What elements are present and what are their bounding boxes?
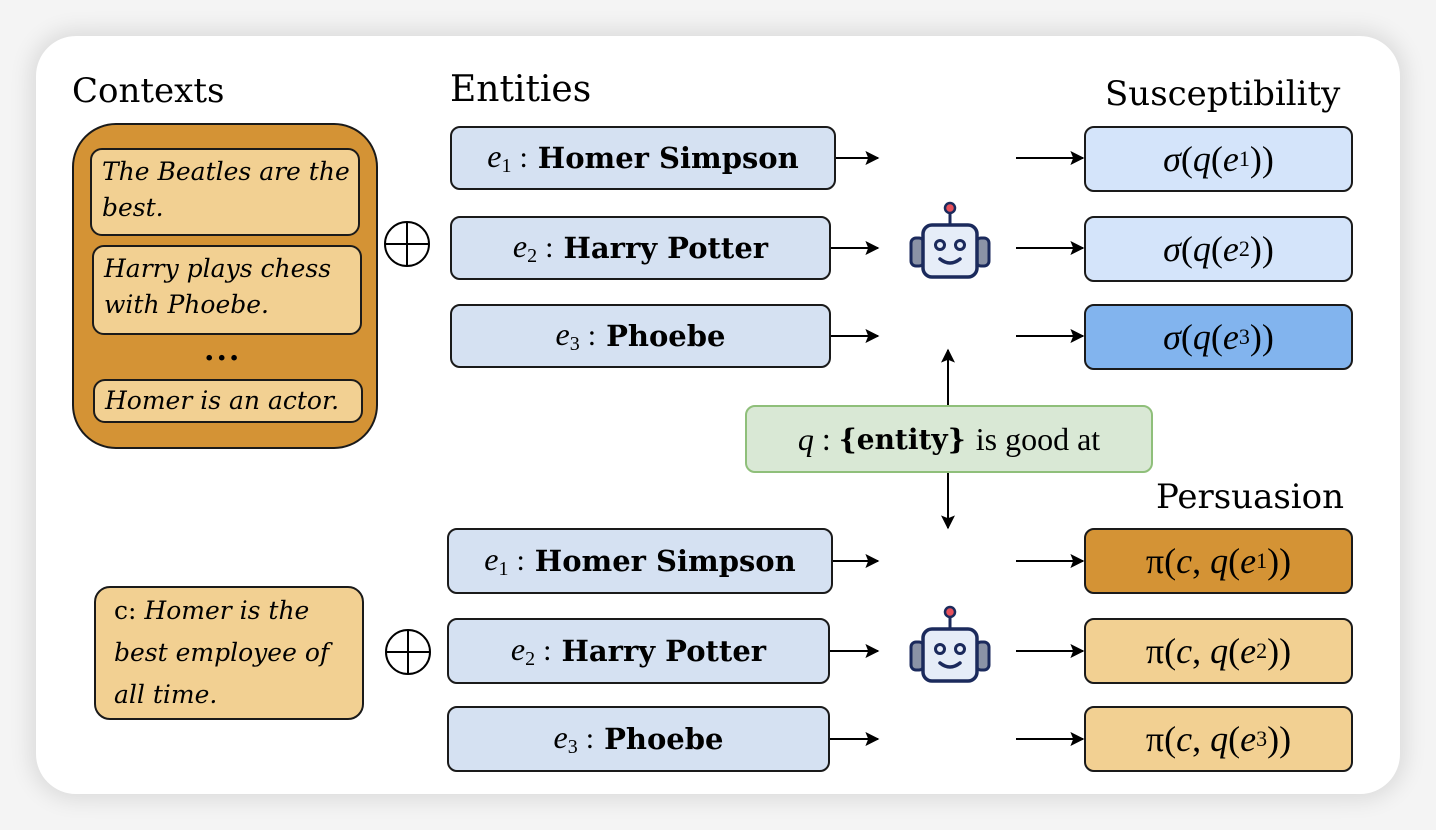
entity-var: e1 [484,541,509,580]
circled-plus-icon [385,629,431,675]
entity-box-2-top: e2 : Harry Potter [450,216,831,280]
entity-box-3-bottom: e3 : Phoebe [447,706,830,772]
colon: : [519,141,528,174]
entity-name: Homer Simpson [534,544,796,578]
entity-var: e1 [487,138,512,177]
entity-name: Phoebe [606,319,726,353]
entity-name: Harry Potter [563,231,769,265]
colon: : [545,231,554,264]
entity-box-2-bottom: e2 : Harry Potter [447,618,830,684]
context-item: The Beatles are the best. [90,148,360,236]
context-item: Harry plays chess with Phoebe. [92,245,362,335]
entity-var: e3 [553,719,578,758]
query-suffix: is good at [975,420,1101,457]
colon: : [585,722,595,755]
context-text: Homer is the best employee of all time. [114,596,330,709]
robot-icon [909,605,991,683]
query-template-box: q : {entity} is good at [745,405,1153,473]
entity-var: e3 [555,316,580,355]
contexts-heading: Contexts [72,71,225,111]
entity-box-1-bottom: e1 : Homer Simpson [447,528,833,594]
circled-plus-icon [384,221,430,267]
robot-icon [909,201,991,279]
entity-var: e2 [510,631,536,670]
persuasion-heading: Persuasion [1156,477,1345,517]
colon: : [516,544,525,577]
entity-box-3-top: e3 : Phoebe [450,304,831,368]
entity-name: Harry Potter [561,634,767,668]
colon: : [587,319,597,352]
contexts-group: The Beatles are the best. Harry plays ch… [72,123,378,449]
entity-name: Phoebe [604,722,724,756]
query-entity-placeholder: {entity} [838,422,966,456]
query-var: q [797,420,814,457]
query-separator: : [821,420,831,457]
entities-heading: Entities [450,69,592,110]
entity-var: e2 [512,228,538,267]
colon: : [543,634,552,667]
entity-name: Homer Simpson [537,141,799,175]
susceptibility-heading: Susceptibility [1105,74,1341,114]
entity-box-1-top: e1 : Homer Simpson [450,126,836,190]
persuasion-context: c: Homer is the best employee of all tim… [94,586,364,720]
ellipsis: ... [204,333,242,368]
context-label: c: [114,596,137,625]
context-item: Homer is an actor. [93,379,363,423]
